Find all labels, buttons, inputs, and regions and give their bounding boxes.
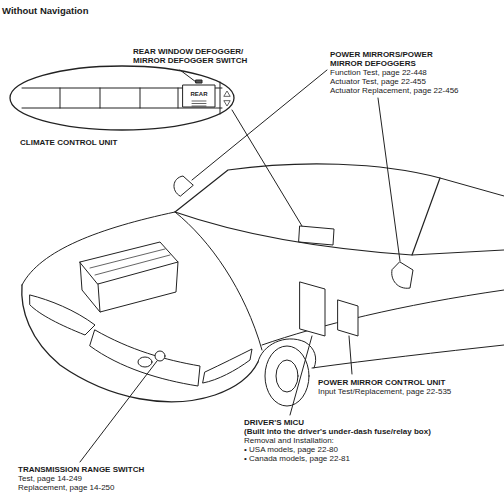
leader-line bbox=[349, 336, 352, 374]
part-note: (Built into the driver's under-dash fuse… bbox=[244, 427, 431, 436]
page-reference: Removal and Installation: bbox=[244, 436, 334, 445]
leader-line bbox=[378, 98, 400, 261]
button-label: REAR bbox=[183, 91, 215, 98]
roof-line bbox=[412, 178, 504, 255]
page-reference: • Canada models, page 22-81 bbox=[244, 454, 350, 463]
engine-block bbox=[98, 262, 178, 312]
front-wheel bbox=[265, 346, 309, 406]
part-name: POWER MIRRORS/POWER MIRROR DEFOGGERS bbox=[330, 50, 455, 68]
page-reference: • USA models, page 22-80 bbox=[244, 445, 338, 454]
headlight bbox=[203, 349, 252, 383]
page-reference: Test, page 14-249 bbox=[18, 474, 82, 483]
belt-line bbox=[262, 290, 504, 345]
windshield bbox=[175, 164, 440, 255]
grille bbox=[90, 330, 200, 386]
part-name: TRANSMISSION RANGE SWITCH bbox=[18, 465, 144, 474]
engine-cover bbox=[80, 242, 178, 284]
part-name: CLIMATE CONTROL UNIT bbox=[20, 138, 117, 147]
engine-ribs bbox=[90, 249, 170, 275]
indicator-lamp bbox=[196, 80, 202, 83]
engine-block bbox=[80, 262, 100, 312]
part-name: POWER MIRROR CONTROL UNIT bbox=[318, 378, 445, 387]
rocker-line bbox=[312, 345, 504, 368]
leader-line bbox=[232, 110, 302, 226]
arrow-buttons bbox=[224, 91, 230, 106]
leader-line bbox=[192, 70, 327, 180]
page-title: Without Navigation bbox=[2, 5, 88, 16]
emblem bbox=[138, 357, 152, 367]
micu-box bbox=[300, 282, 325, 336]
part-name: REAR WINDOW DEFOGGER/ MIRROR DEFOGGER SW… bbox=[133, 47, 268, 65]
defogger-button bbox=[183, 85, 215, 107]
page-reference: Actuator Replacement, page 22-456 bbox=[330, 86, 459, 95]
part-name: DRIVER'S MICU bbox=[244, 418, 304, 427]
mirror-control-box bbox=[338, 300, 358, 336]
leader-line bbox=[290, 336, 312, 415]
range-switch bbox=[155, 351, 165, 361]
leader-line bbox=[80, 361, 157, 462]
page-reference: Replacement, page 14-250 bbox=[18, 483, 115, 492]
leader-line bbox=[180, 70, 196, 82]
right-mirror bbox=[392, 262, 413, 288]
headlight bbox=[30, 295, 95, 335]
climate-control-unit bbox=[299, 226, 334, 245]
page-reference: Function Test, page 22-448 bbox=[330, 68, 427, 77]
cowl-line bbox=[22, 212, 175, 285]
panel-divider bbox=[60, 82, 220, 114]
wheel-hub bbox=[276, 360, 298, 392]
page-reference: Actuator Test, page 22-455 bbox=[330, 77, 426, 86]
page-reference: Input Test/Replacement, page 22-535 bbox=[318, 387, 451, 396]
defogger-icon bbox=[192, 101, 206, 106]
closeup-oval bbox=[10, 66, 234, 130]
left-mirror bbox=[174, 176, 193, 196]
